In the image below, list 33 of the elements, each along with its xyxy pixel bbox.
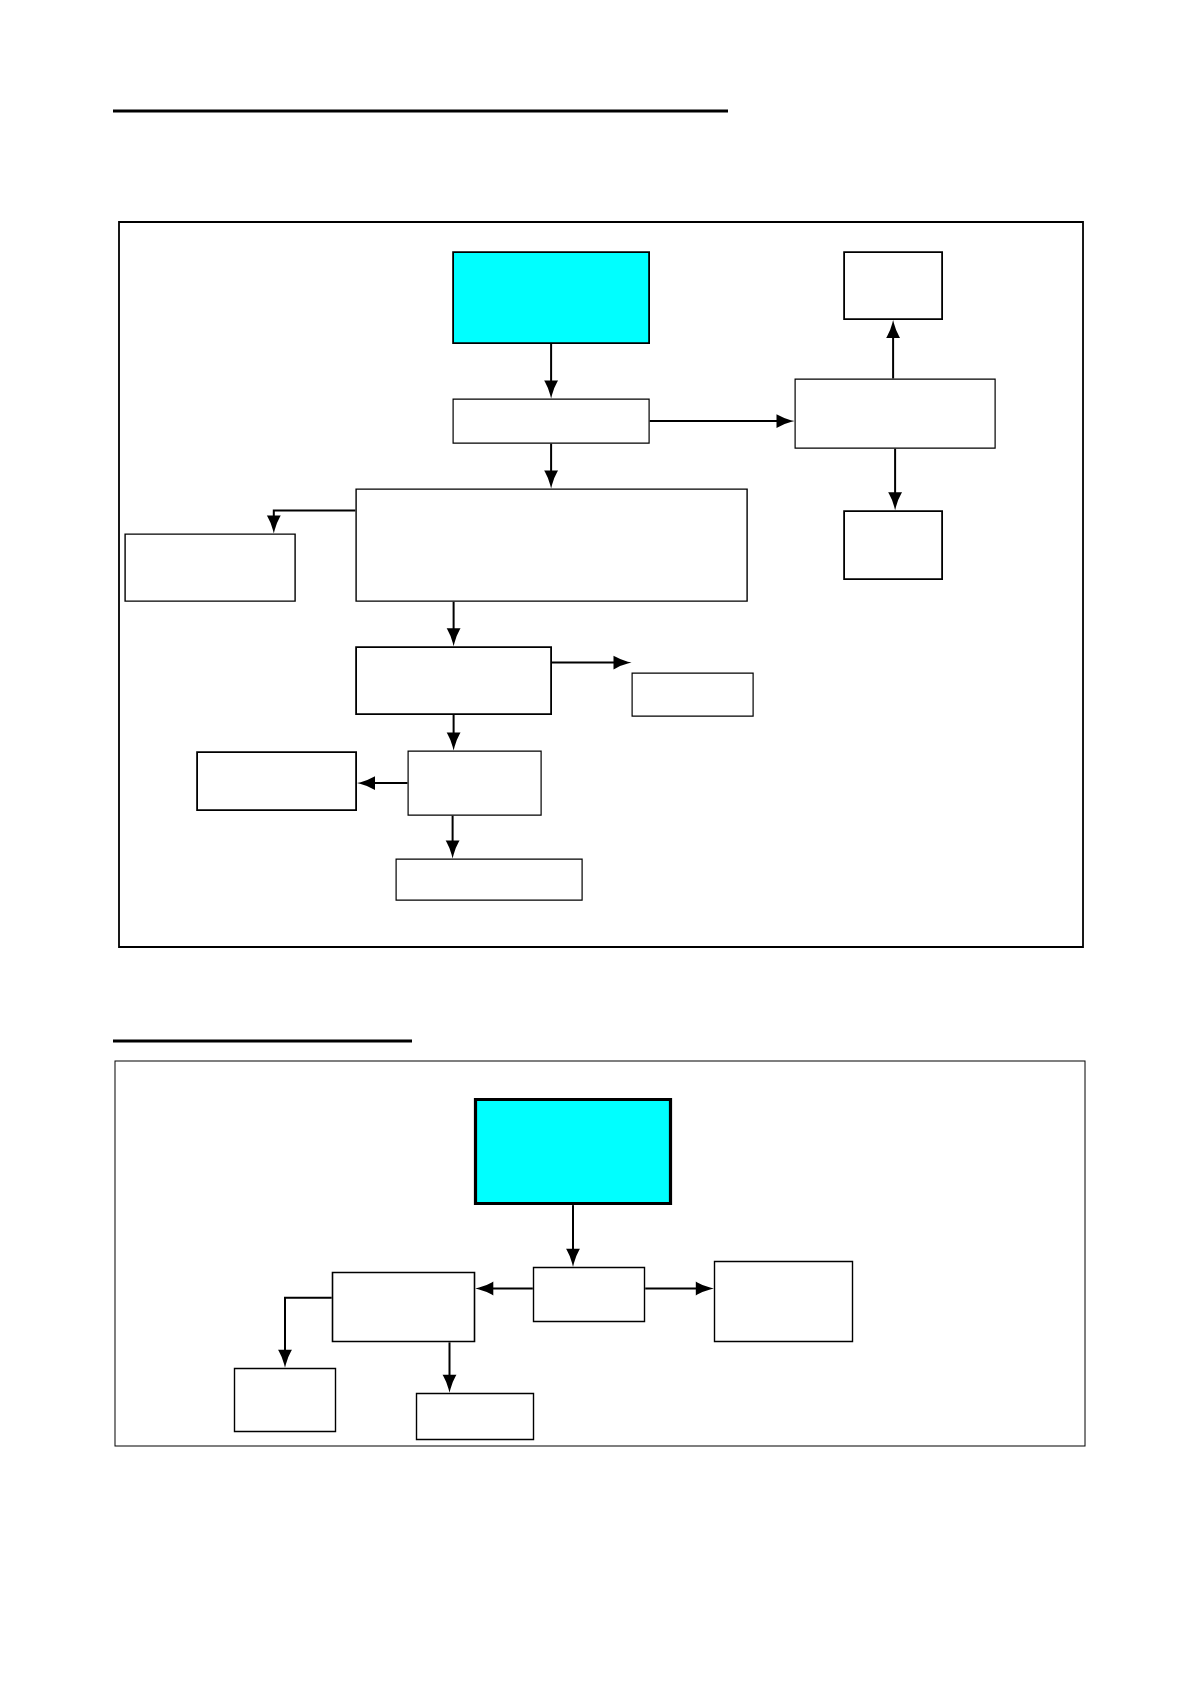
process-box [452, 398, 650, 444]
arrow [360, 776, 409, 790]
process-box [395, 858, 583, 901]
process-box [415, 1392, 535, 1441]
arrow [566, 1204, 580, 1264]
start-box [452, 251, 650, 344]
process-box [196, 751, 357, 811]
arrow [278, 1296, 333, 1365]
arrow [544, 442, 558, 486]
process-box [124, 533, 296, 602]
panel-frame [118, 221, 1084, 948]
arrow [447, 600, 460, 644]
process-box [331, 1271, 476, 1343]
start-box [473, 1097, 673, 1206]
arrow [648, 414, 792, 428]
arrow [888, 447, 902, 508]
arrow [446, 814, 459, 856]
arrow [447, 714, 460, 748]
process-box [532, 1266, 646, 1323]
process-box [631, 672, 754, 717]
arrow [551, 656, 629, 669]
process-box [233, 1367, 337, 1433]
process-box [843, 510, 943, 580]
process-box [713, 1260, 854, 1343]
arrow [544, 343, 558, 396]
process-box [407, 750, 542, 816]
process-box [355, 488, 748, 602]
arrow [267, 509, 357, 531]
process-box [794, 378, 996, 449]
panel-frame [114, 1060, 1086, 1447]
arrow [886, 323, 900, 380]
process-box [355, 646, 552, 715]
process-box [843, 251, 943, 320]
